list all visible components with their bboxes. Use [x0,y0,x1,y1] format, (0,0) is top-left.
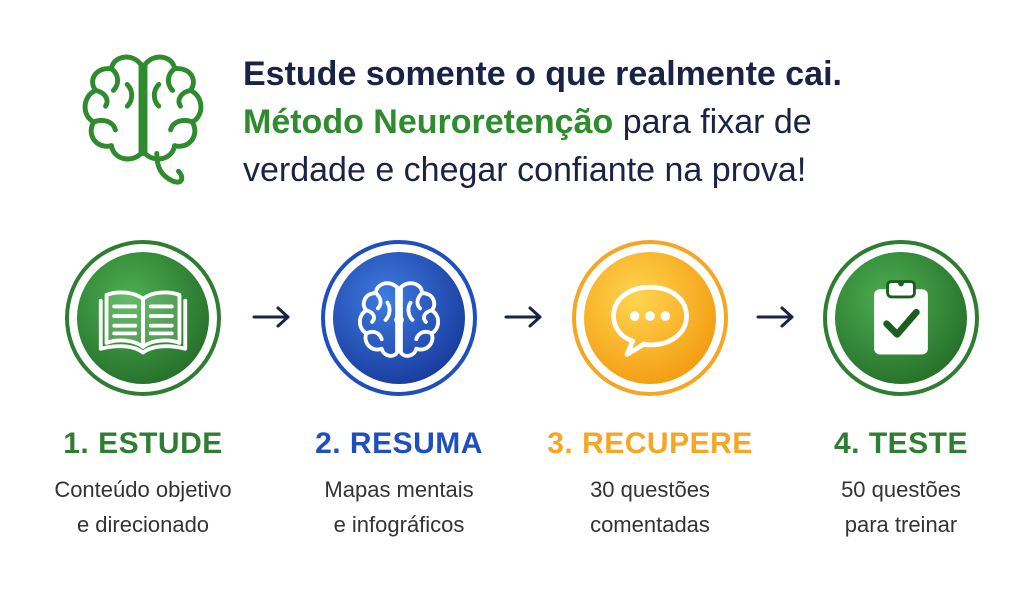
header: Estude somente o que realmente cai. Méto… [0,0,1023,230]
headline-line-1: Estude somente o que realmente cai. [243,55,842,93]
step-4-description: 50 questões para treinar [786,472,1016,542]
step-2-desc-line-2: e infográficos [333,512,465,537]
step-4-desc-line-2: para treinar [844,512,958,537]
chat-bubble-icon [611,284,689,357]
method-name: Método Neuroretenção [243,103,614,141]
step-4-ring [823,240,979,396]
arrow-right-icon [756,306,794,328]
step-1-disc [77,252,209,384]
headline-line-3: verdade e chegar confiante na prova! [243,151,807,189]
clipboard-check-icon [874,280,928,355]
arrow-right-icon [252,306,290,328]
open-book-icon [98,290,188,355]
step-1-description: Conteúdo objetivo e direcionado [28,472,258,542]
brain-logo-icon [82,54,204,185]
step-2-desc-line-1: Mapas mentais [324,477,474,502]
step-2-ring [321,240,477,396]
headline-line-2: Método Neuroretenção para fixar de [243,98,983,146]
step-1-desc-line-2: e direcionado [76,512,210,537]
step-estude: 1. ESTUDE Conteúdo objetivo e direcionad… [28,240,258,542]
step-3-title: 3. RECUPERE [547,427,753,460]
step-2-title: 2. RESUMA [315,427,483,460]
step-3-desc-line-1: 30 questões [590,477,710,502]
step-4-title: 4. TESTE [833,427,969,460]
arrow-right-icon [504,306,542,328]
step-4-disc [835,252,967,384]
step-1-ring [65,240,221,396]
step-1-desc-line-1: Conteúdo objetivo [54,477,232,502]
headline-line-2-rest: para fixar de [613,103,812,141]
step-3-disc [584,252,716,384]
step-4-desc-line-1: 50 questões [841,477,961,502]
step-2-disc [333,252,465,384]
step-resuma: 2. RESUMA Mapas mentais e infográficos [284,240,514,542]
step-3-desc-line-2: comentadas [590,512,710,537]
step-1-title: 1. ESTUDE [63,427,223,460]
step-recupere: 3. RECUPERE 30 questões comentadas [535,240,765,542]
step-teste: 4. TESTE 50 questões para treinar [786,240,1016,542]
step-2-description: Mapas mentais e infográficos [284,472,514,542]
steps-flow: 1. ESTUDE Conteúdo objetivo e direcionad… [0,240,1023,580]
brain-icon [357,281,441,358]
headline: Estude somente o que realmente cai. Méto… [243,50,983,194]
step-3-ring [572,240,728,396]
step-3-description: 30 questões comentadas [535,472,765,542]
